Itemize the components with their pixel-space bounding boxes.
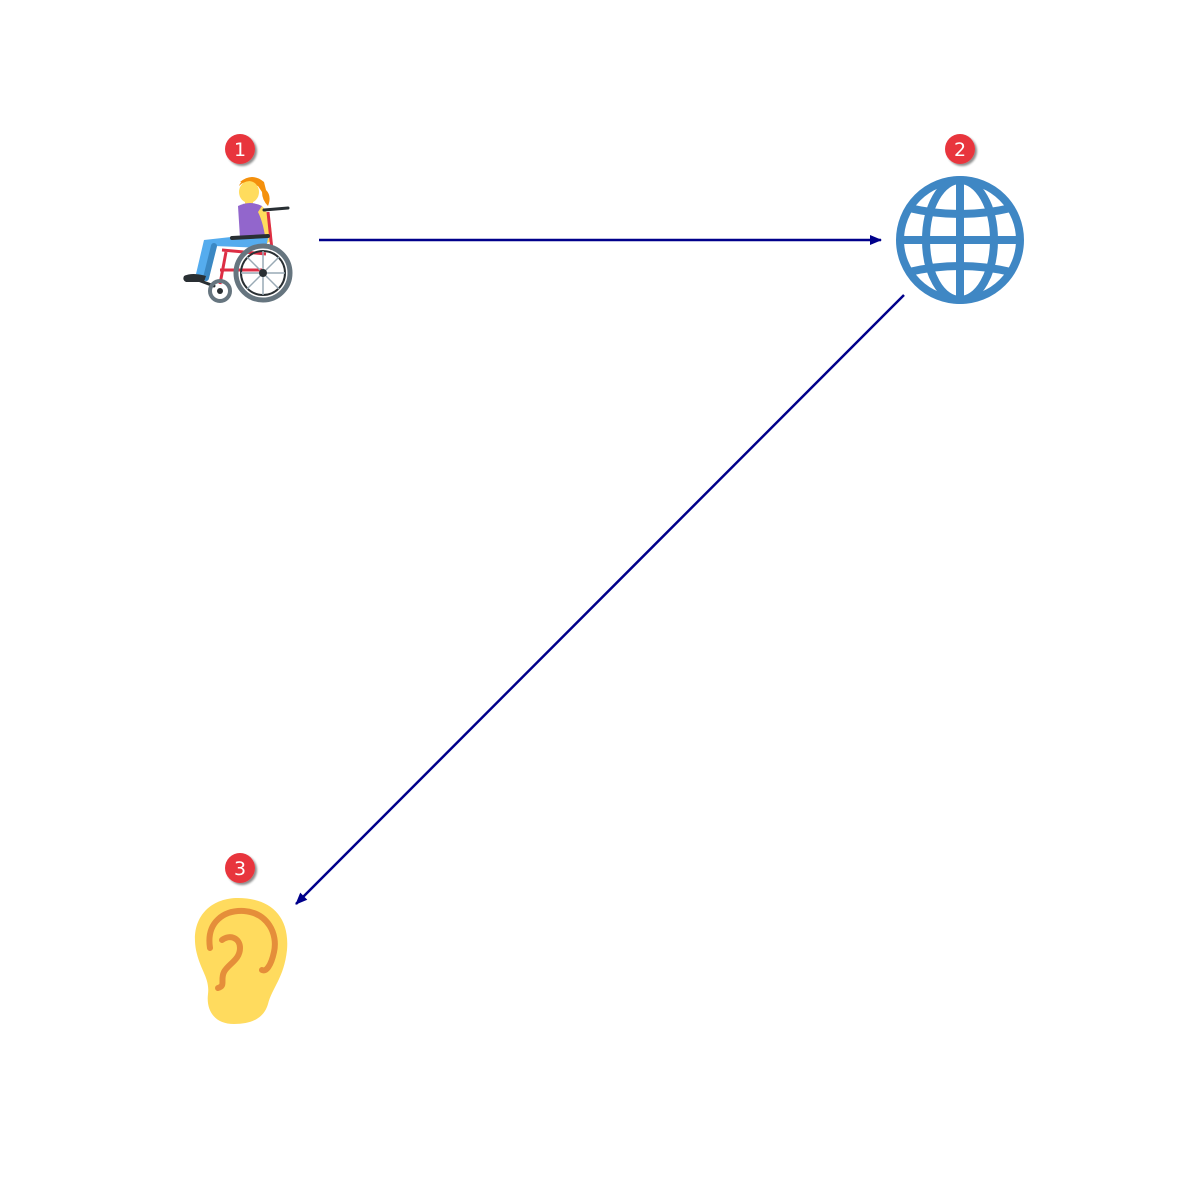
node-2[interactable]: 2: [896, 134, 1024, 304]
ear-icon: [194, 898, 288, 1024]
node-badge-label: 3: [234, 858, 246, 880]
edge-2-to-3: [295, 294, 905, 905]
node-badge-label: 2: [954, 139, 966, 161]
woman-in-manual-wheelchair-icon: [183, 177, 293, 303]
globe-icon: [896, 176, 1024, 304]
node-1[interactable]: 1: [183, 134, 293, 303]
node-3[interactable]: 3: [194, 853, 288, 1024]
node-badge: 3: [225, 853, 255, 883]
node-badge: 1: [225, 134, 255, 164]
node-badge: 2: [945, 134, 975, 164]
node-badge-label: 1: [234, 139, 246, 161]
